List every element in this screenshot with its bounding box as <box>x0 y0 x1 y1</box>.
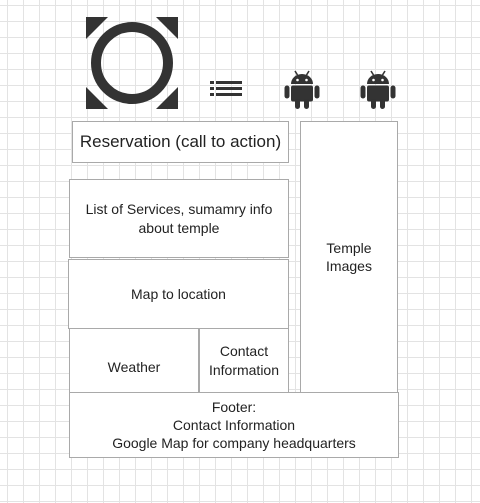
logo-icon <box>86 17 178 109</box>
footer-box: Footer: Contact Information Google Map f… <box>69 392 399 458</box>
weather-box: Weather <box>69 328 199 393</box>
contact-box: Contact Information <box>199 328 289 393</box>
reservation-box: Reservation (call to action) <box>72 121 289 163</box>
map-box: Map to location <box>68 259 289 329</box>
services-box: List of Services, sumamry info about tem… <box>69 179 289 258</box>
android-icon <box>360 70 396 110</box>
temple-images-box: Temple Images <box>300 121 398 393</box>
android-icon <box>284 70 320 110</box>
list-menu-icon <box>210 80 242 100</box>
